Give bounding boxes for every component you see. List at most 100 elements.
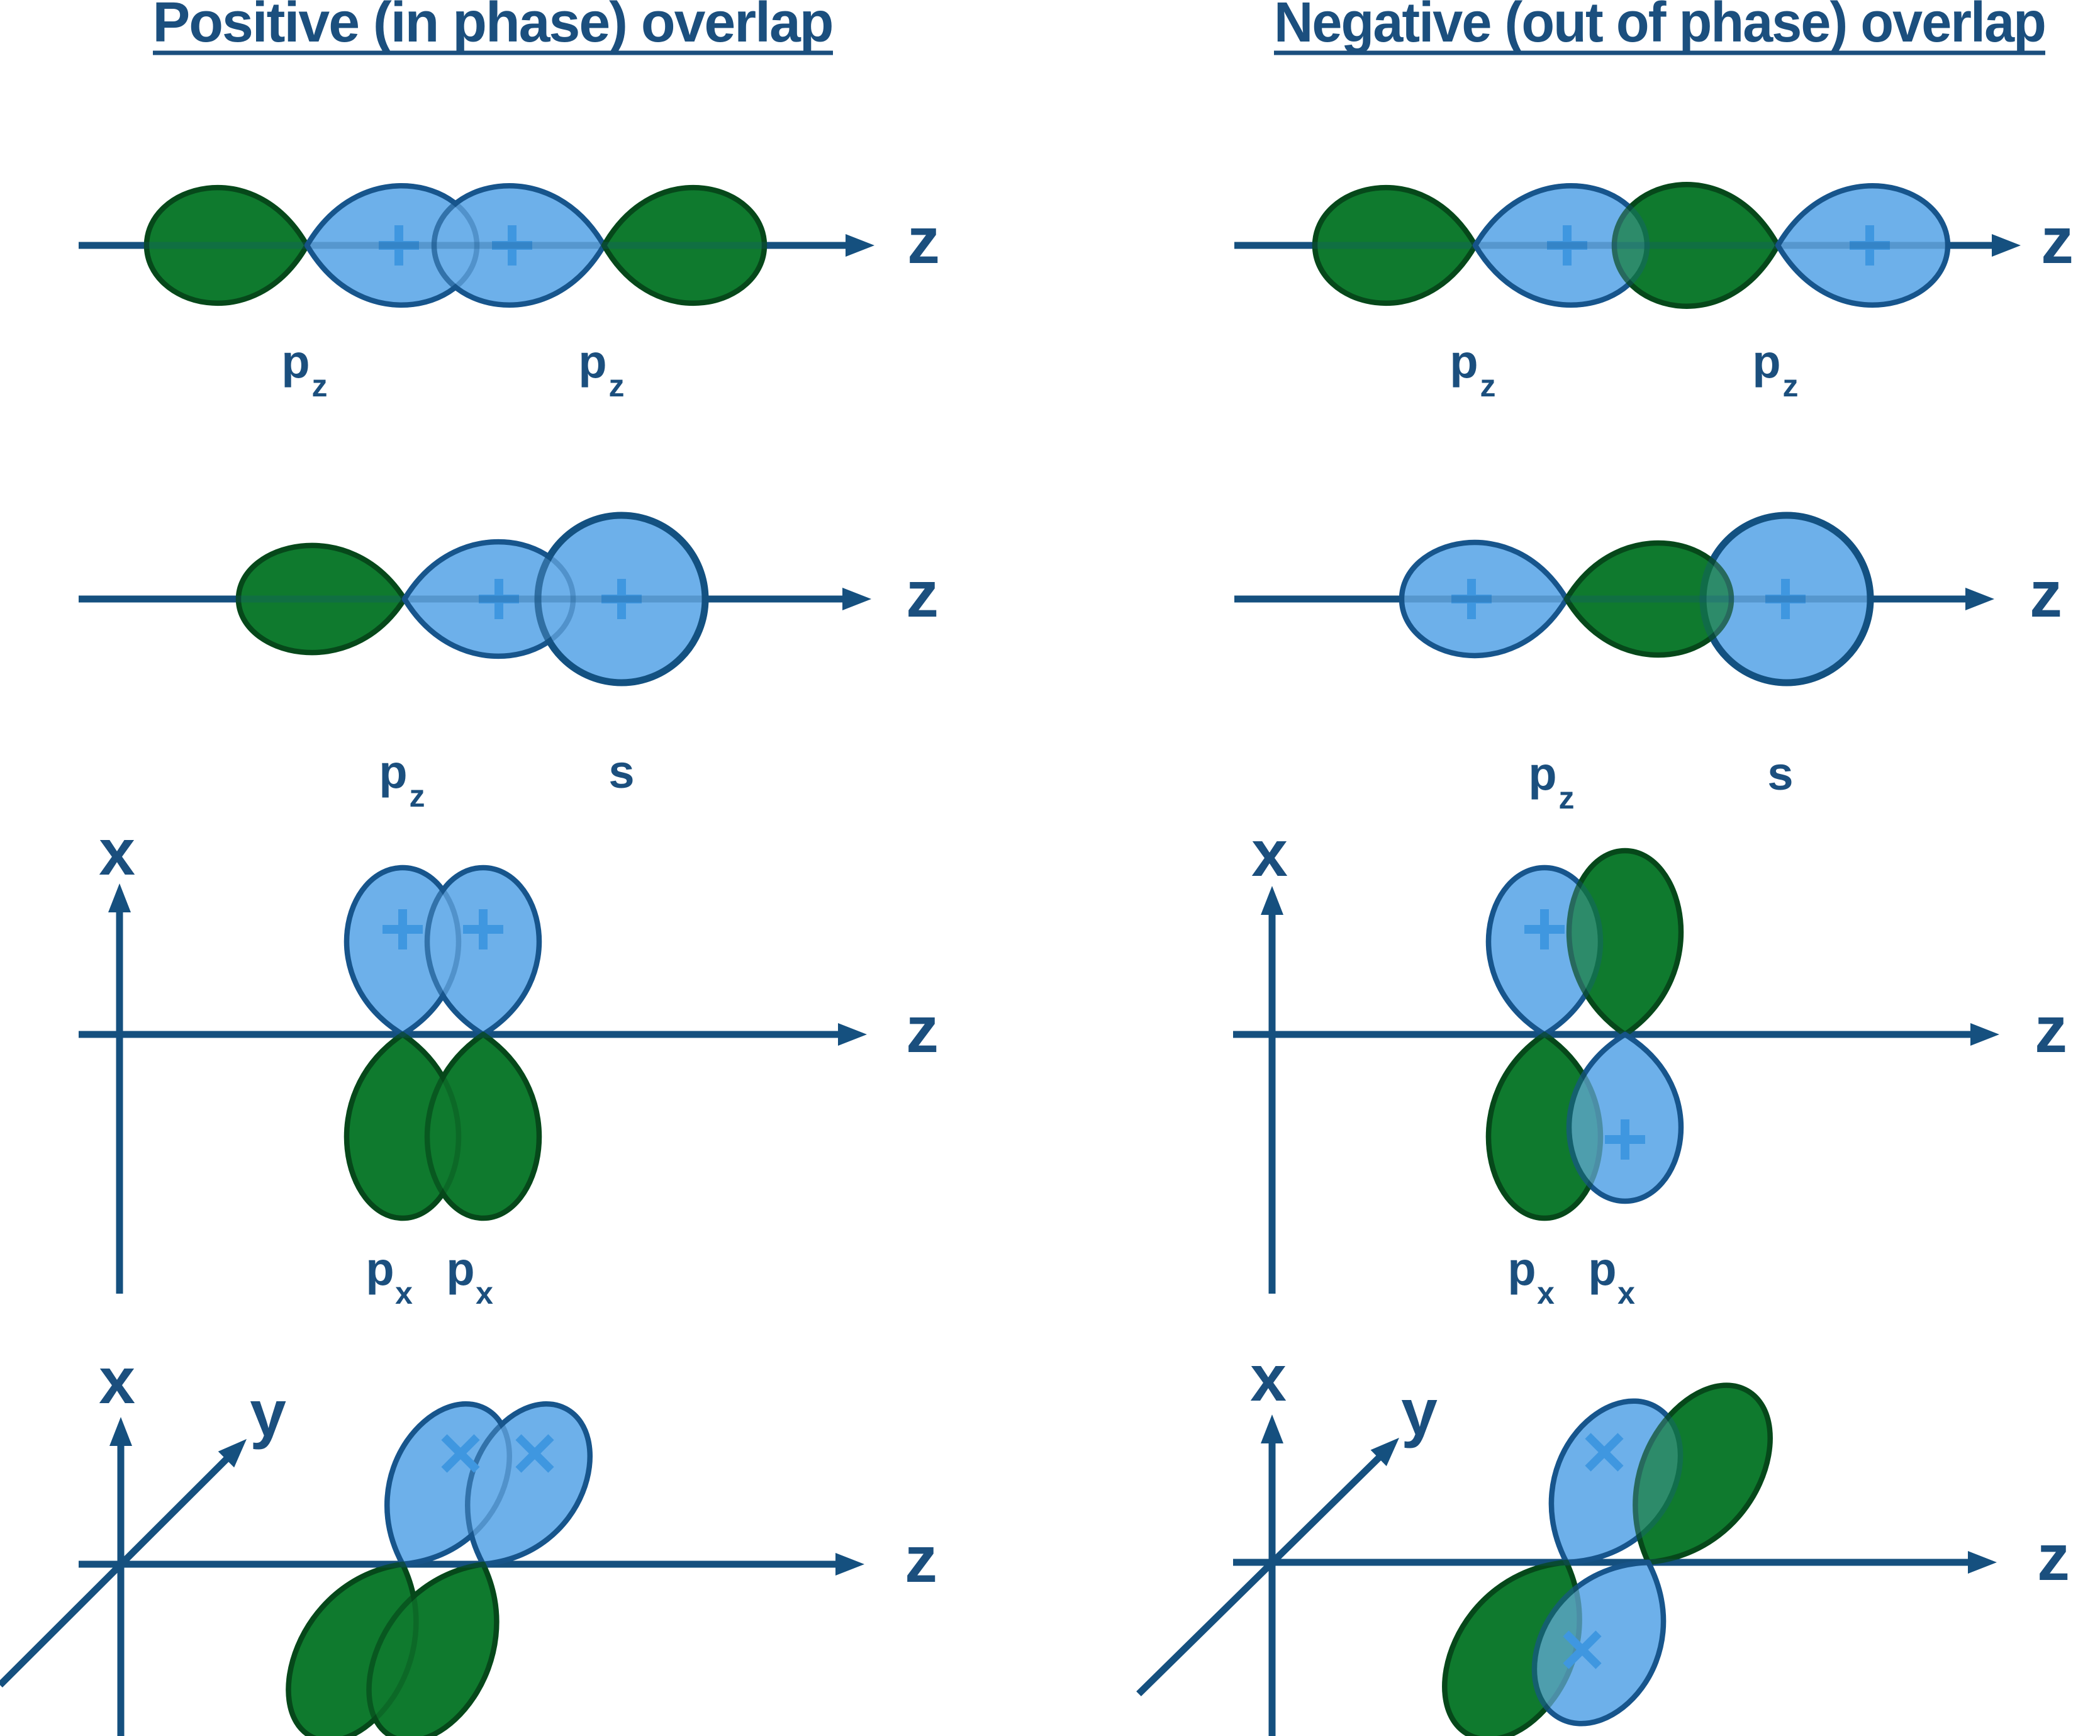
orbital-label-p: p — [1752, 335, 1780, 388]
orbital-label-x-sub: x — [476, 1275, 493, 1311]
orbital-lobe-green — [1566, 848, 1684, 1038]
plus-icon — [1765, 579, 1806, 619]
orbital-lobe-blue — [384, 1401, 512, 1567]
left-column-title: Positive (in phase) overlap — [153, 0, 833, 54]
x-axis-label: x — [1250, 1342, 1287, 1415]
cross-icon — [441, 1434, 480, 1473]
axis-overlay-layer — [79, 242, 1996, 1568]
axis-arrowhead — [1261, 886, 1283, 915]
orbital-label-p: p — [281, 335, 310, 388]
z-axis-label: z — [906, 558, 939, 631]
x-axis-label: x — [1251, 817, 1288, 890]
orbital-label-z-sub: z — [1783, 368, 1799, 403]
phase-marks-layer — [379, 225, 1890, 1669]
orbital-lobe-blue — [424, 865, 542, 1038]
plus-icon — [1451, 579, 1492, 619]
orbitals-layer — [143, 182, 1951, 1736]
orbital-label-z-sub: z — [312, 368, 328, 403]
labels-layer: Positive (in phase) overlap Negative (ou… — [99, 0, 2074, 1596]
cross-icon — [1563, 1630, 1602, 1669]
axis-arrowhead — [835, 1553, 864, 1576]
x-axis-label: x — [99, 816, 135, 889]
orbital-label-z-sub: z — [1480, 368, 1496, 403]
orbital-label-x-sub: x — [1537, 1275, 1555, 1311]
axis-arrowhead — [1965, 588, 1994, 610]
plus-icon — [1850, 225, 1890, 266]
y-axis-line — [1136, 1451, 1386, 1696]
z-axis-label: z — [2030, 558, 2062, 631]
plus-icon — [492, 225, 532, 266]
orbital-lobe-green — [235, 542, 408, 656]
y-axis-label: y — [250, 1377, 286, 1450]
axis-arrowhead — [1970, 1023, 1999, 1046]
orbital-lobe-green — [1633, 1382, 1773, 1565]
orbital-label-z-sub: z — [609, 368, 625, 403]
cross-icon — [1585, 1433, 1624, 1472]
orbital-lobe-green — [286, 1561, 419, 1736]
cross-icon-bar — [441, 1434, 480, 1473]
plus-icon — [1547, 225, 1587, 266]
orbital-label-s: s — [608, 746, 634, 798]
axis-arrowhead — [838, 1023, 867, 1046]
orbital-lobe-green — [1312, 184, 1478, 306]
y-axis-line — [0, 1452, 233, 1688]
cross-icon-bar — [1585, 1433, 1624, 1472]
plus-icon — [379, 225, 419, 266]
orbital-lobe-green — [343, 1031, 462, 1221]
orbital-label-z-sub: z — [410, 778, 425, 814]
plus-icon — [383, 909, 423, 949]
plus-icon — [463, 909, 503, 949]
orbital-label-p: p — [366, 1243, 394, 1295]
orbital-lobe-blue — [465, 1401, 593, 1567]
orbital-label-p: p — [578, 335, 606, 388]
plus-icon — [1524, 909, 1565, 949]
cross-icon-bar — [515, 1434, 554, 1473]
z-axis-label: z — [907, 204, 940, 277]
orbital-label-s: s — [1767, 748, 1793, 800]
plus-icon — [479, 579, 519, 619]
axis-arrowhead — [1370, 1438, 1399, 1467]
axis-arrowhead — [846, 234, 874, 257]
orbital-lobe-green — [1611, 182, 1781, 309]
x-axis-label: x — [99, 1345, 135, 1418]
z-axis-label: z — [2037, 1521, 2070, 1594]
orbital-lobe-green — [424, 1031, 542, 1221]
orbital-label-p: p — [1449, 335, 1478, 388]
orbital-lobe-blue — [1548, 1398, 1684, 1565]
orbital-lobe-blue — [1531, 1559, 1667, 1727]
cross-icon-bar — [1563, 1630, 1602, 1669]
orbital-lobe-blue — [1566, 1031, 1684, 1204]
orbital-label-x-sub: x — [1617, 1275, 1635, 1311]
orbital-lobe-green — [366, 1561, 500, 1736]
z-axis-label: z — [2041, 204, 2074, 277]
orbital-label-p: p — [1588, 1243, 1616, 1295]
axis-arrowhead — [108, 883, 131, 912]
cross-icon — [515, 1434, 554, 1473]
axis-arrowhead — [842, 588, 871, 610]
plus-icon — [601, 579, 642, 619]
orbital-label-p: p — [446, 1243, 474, 1295]
axis-arrowhead — [218, 1439, 247, 1468]
orbital-label-p: p — [1528, 748, 1556, 800]
orbital-lobe-green — [601, 184, 768, 306]
orbital-lobe-green — [1485, 1031, 1604, 1221]
orbital-label-z-sub: z — [1559, 780, 1575, 815]
orbital-lobe-blue — [343, 865, 462, 1038]
axis-arrowhead — [1261, 1414, 1283, 1443]
axis-arrowhead — [109, 1417, 132, 1446]
plus-icon — [1605, 1119, 1645, 1160]
orbital-lobe-green — [1563, 540, 1734, 658]
orbital-lobe-blue — [1485, 865, 1604, 1038]
axes-layer — [0, 234, 2021, 1736]
orbital-label-p: p — [379, 746, 407, 798]
axis-arrowhead — [1992, 234, 2021, 257]
orbital-lobe-green — [143, 184, 310, 306]
y-axis-label: y — [1401, 1376, 1438, 1449]
z-axis-label: z — [905, 1523, 937, 1596]
right-column-title: Negative (out of phase) overlap — [1274, 0, 2045, 54]
orbital-label-p: p — [1507, 1243, 1536, 1295]
orbital-label-x-sub: x — [395, 1275, 413, 1311]
z-axis-label: z — [906, 994, 939, 1067]
